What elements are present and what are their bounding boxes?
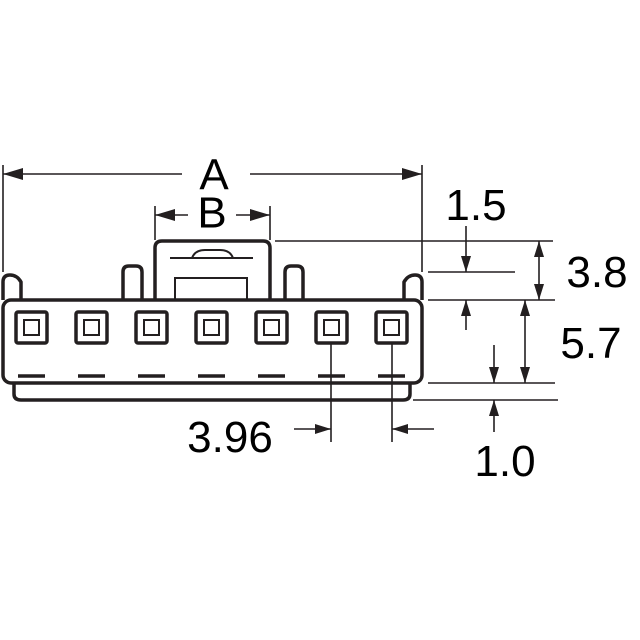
dimension-b-label: B (197, 189, 226, 238)
dimension-5-7: 5.7 (520, 300, 622, 383)
top-post-right (283, 264, 305, 300)
dimension-3-8: 3.8 (534, 241, 628, 300)
pin-window-3 (134, 310, 169, 378)
dimension-1-0: 1.0 (474, 345, 536, 486)
top-post-left (121, 264, 144, 300)
dimension-1-5: 1.5 (445, 181, 507, 330)
housing-body (1, 298, 424, 385)
dimension-3-96: 3.96 (187, 343, 434, 462)
connector-housing (1, 239, 424, 402)
extension-lines-right (275, 240, 558, 401)
pin-window-5 (254, 310, 289, 378)
dimension-3-96-label: 3.96 (187, 413, 273, 462)
dimension-b: B (154, 189, 271, 240)
pin-window-2 (74, 310, 109, 378)
dimension-1-5-label: 1.5 (445, 181, 506, 230)
pin-window-1 (14, 310, 49, 378)
dimension-3-8-label: 3.8 (566, 248, 627, 297)
dimension-5-7-label: 5.7 (560, 319, 621, 368)
lock-latch-notch (170, 249, 253, 259)
lock-latch-inner (174, 277, 248, 300)
side-ear-left (1, 273, 23, 300)
lock-latch (153, 239, 272, 300)
pin-window-4 (194, 310, 229, 378)
dimension-a: A (2, 151, 423, 272)
side-ear-right (402, 273, 424, 300)
housing-bottom-strip (12, 383, 412, 402)
dimension-a-label: A (199, 151, 229, 200)
dimension-1-0-label: 1.0 (474, 437, 535, 486)
